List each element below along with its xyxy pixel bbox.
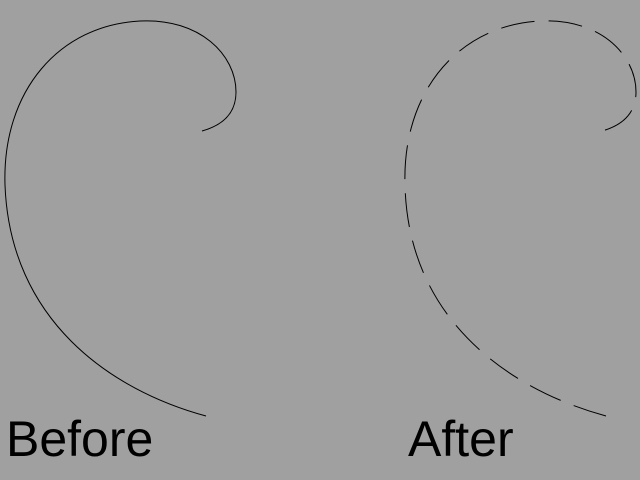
after-label: After [408,411,514,467]
before-label: Before [6,411,154,467]
dashed-spiral-curve [404,20,637,417]
solid-spiral-curve [4,20,237,417]
